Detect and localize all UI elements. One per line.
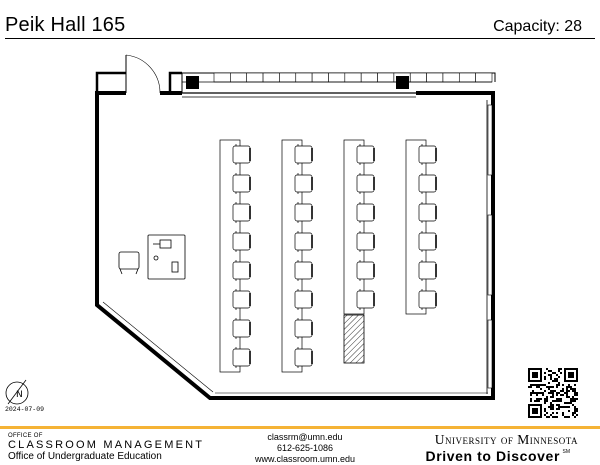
window-panel bbox=[246, 72, 264, 83]
chair bbox=[418, 289, 437, 310]
hatched-cabinet bbox=[343, 314, 365, 364]
chair bbox=[294, 144, 313, 165]
window-panel bbox=[360, 72, 378, 83]
window-panels bbox=[182, 72, 493, 83]
office-of-label: OFFICE OF bbox=[8, 433, 43, 439]
classroom-management-label: CLASSROOM MANAGEMENT bbox=[8, 439, 205, 451]
room-capacity: Capacity: 28 bbox=[493, 18, 582, 35]
chair bbox=[232, 173, 251, 194]
chair bbox=[294, 260, 313, 281]
chair bbox=[232, 144, 251, 165]
qr-code-icon[interactable] bbox=[527, 368, 579, 418]
window-panel bbox=[295, 72, 313, 83]
chair bbox=[294, 231, 313, 252]
table bbox=[405, 139, 427, 315]
table bbox=[343, 139, 365, 315]
chair bbox=[294, 318, 313, 339]
chair bbox=[418, 260, 437, 281]
chair bbox=[232, 231, 251, 252]
window-panel bbox=[377, 72, 395, 83]
chair bbox=[418, 231, 437, 252]
window-panel bbox=[344, 72, 362, 83]
undergrad-ed-label: Office of Undergraduate Education bbox=[8, 451, 162, 462]
contact-email[interactable]: classrm@umn.edu bbox=[267, 432, 343, 442]
window-panel bbox=[311, 72, 329, 83]
window-panel bbox=[279, 72, 297, 83]
chair bbox=[356, 289, 375, 310]
room-walls bbox=[95, 71, 496, 400]
window-panel bbox=[475, 72, 493, 83]
chair bbox=[418, 202, 437, 223]
instructor-station bbox=[118, 234, 186, 280]
door bbox=[125, 54, 161, 94]
svg-text:N: N bbox=[16, 390, 23, 400]
room-title: Peik Hall 165 bbox=[5, 14, 126, 36]
plan-date: 2024-07-09 bbox=[5, 406, 45, 413]
chair bbox=[232, 260, 251, 281]
window-panel bbox=[409, 72, 427, 83]
chair bbox=[294, 347, 313, 368]
chair bbox=[232, 318, 251, 339]
table bbox=[281, 139, 303, 373]
chair bbox=[232, 202, 251, 223]
chair bbox=[418, 173, 437, 194]
chair bbox=[232, 347, 251, 368]
north-compass-icon: N bbox=[5, 379, 29, 405]
university-wordmark: University of Minnesota bbox=[434, 432, 578, 447]
service-mark: SM bbox=[562, 449, 571, 455]
tagline: Driven to Discover bbox=[425, 448, 560, 464]
table bbox=[219, 139, 241, 373]
pillars bbox=[186, 76, 409, 89]
contact-website[interactable]: www.classroom.umn.edu bbox=[254, 454, 356, 464]
footer-accent-bar bbox=[0, 426, 600, 429]
header-rule bbox=[5, 38, 595, 39]
chair bbox=[356, 202, 375, 223]
window-panel bbox=[458, 72, 476, 83]
chair bbox=[294, 173, 313, 194]
student-tables bbox=[219, 139, 437, 373]
window-panel bbox=[262, 72, 280, 83]
contact-phone[interactable]: 612-625-1086 bbox=[276, 443, 334, 453]
chair bbox=[356, 144, 375, 165]
window-panel bbox=[328, 72, 346, 83]
window-panel bbox=[230, 72, 248, 83]
chair bbox=[356, 173, 375, 194]
window-panel bbox=[426, 72, 444, 83]
chair bbox=[356, 231, 375, 252]
chair bbox=[356, 260, 375, 281]
chair bbox=[294, 289, 313, 310]
window-panel bbox=[213, 72, 231, 83]
chair bbox=[294, 202, 313, 223]
chair bbox=[418, 144, 437, 165]
chair bbox=[232, 289, 251, 310]
window-panel bbox=[442, 72, 460, 83]
